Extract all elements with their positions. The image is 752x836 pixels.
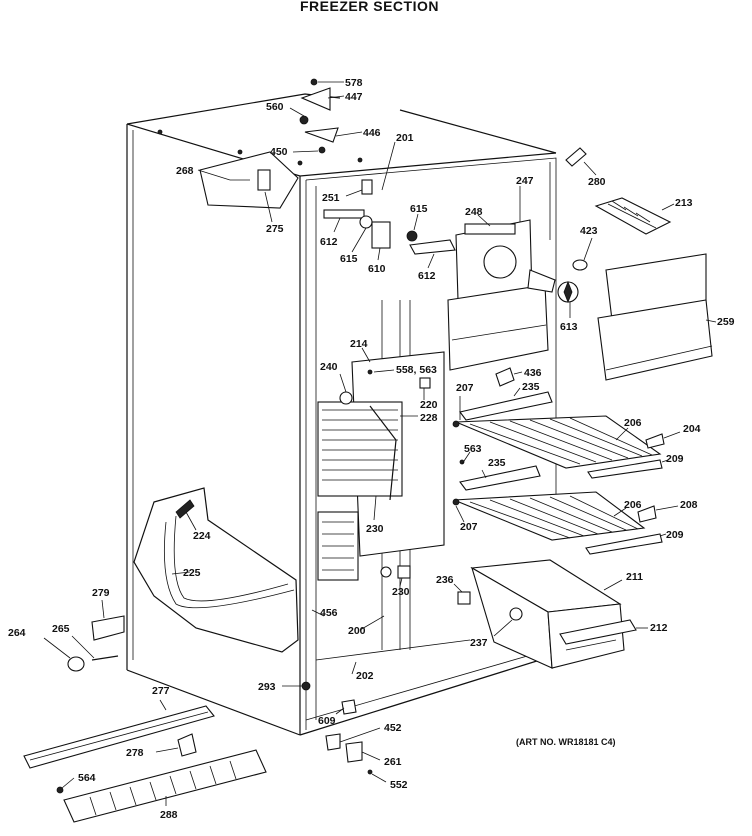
label-264: 264	[8, 627, 26, 639]
label-211: 211	[626, 571, 643, 583]
fan-shroud	[447, 186, 556, 371]
base-rail	[23, 699, 215, 769]
label-564: 564	[78, 772, 96, 784]
diagram-title: FREEZER SECTION	[300, 0, 439, 14]
label-447: 447	[345, 91, 363, 103]
label-279: 279	[92, 587, 110, 599]
label-563: 563	[464, 443, 482, 455]
label-213: 213	[675, 197, 693, 209]
label-204: 204	[683, 423, 701, 435]
bottom-parts	[282, 609, 387, 783]
label-212: 212	[650, 622, 668, 634]
label-280: 280	[588, 176, 606, 188]
label-552: 552	[390, 779, 408, 791]
label-207-upper: 207	[456, 382, 474, 394]
label-220: 220	[420, 399, 438, 411]
label-456: 456	[320, 607, 338, 619]
label-615-bottom: 615	[340, 253, 358, 265]
label-265: 265	[52, 623, 70, 635]
label-230-upper: 230	[366, 523, 384, 535]
lower-shelf	[452, 451, 679, 555]
art-number: (ART NO. WR18181 C4)	[516, 737, 616, 747]
label-200: 200	[348, 625, 366, 637]
label-615-top: 615	[410, 203, 428, 215]
top-cover-parts	[289, 78, 396, 191]
fan-blade	[557, 237, 593, 318]
label-259: 259	[717, 316, 735, 328]
ice-tray-support	[565, 147, 597, 176]
freezer-door	[133, 487, 299, 653]
label-578: 578	[345, 77, 363, 89]
evaporator-assembly	[317, 347, 445, 587]
ice-tray	[594, 197, 675, 235]
label-236: 236	[436, 574, 454, 586]
label-423: 423	[580, 225, 598, 237]
rear-cover-panel	[597, 253, 717, 381]
label-237: 237	[470, 637, 488, 649]
label-230-lower: 230	[392, 586, 410, 598]
ice-bucket	[453, 559, 648, 669]
label-560: 560	[266, 101, 284, 113]
label-288: 288	[160, 809, 178, 821]
part-labels: 578 447 560 446 450 201 268 275 251 612 …	[8, 77, 735, 821]
label-240: 240	[320, 361, 338, 373]
label-202: 202	[356, 670, 374, 682]
upper-liner-parts	[323, 179, 456, 269]
evaporator-coil	[317, 401, 403, 581]
label-206-upper: 206	[624, 417, 642, 429]
label-612-right: 612	[418, 270, 436, 282]
label-248: 248	[465, 206, 483, 218]
label-610: 610	[368, 263, 386, 275]
label-268: 268	[176, 165, 194, 177]
label-208: 208	[680, 499, 698, 511]
label-207-lower: 207	[460, 521, 478, 533]
label-452: 452	[384, 722, 402, 734]
label-224: 224	[193, 530, 211, 542]
label-446: 446	[363, 127, 381, 139]
upper-shelf	[452, 367, 681, 479]
label-247: 247	[516, 175, 534, 187]
label-558-563: 558, 563	[396, 364, 437, 376]
label-277: 277	[152, 685, 170, 697]
toe-grille	[56, 749, 267, 823]
label-609: 609	[318, 715, 336, 727]
label-293: 293	[258, 681, 276, 693]
label-209-upper: 209	[666, 453, 684, 465]
label-251: 251	[322, 192, 340, 204]
label-235-upper: 235	[522, 381, 540, 393]
label-214: 214	[350, 338, 368, 350]
label-278: 278	[126, 747, 144, 759]
label-450: 450	[270, 146, 288, 158]
label-261: 261	[384, 756, 402, 768]
label-235-lower: 235	[488, 457, 506, 469]
label-612-left: 612	[320, 236, 338, 248]
label-225: 225	[183, 567, 201, 579]
label-201: 201	[396, 132, 414, 144]
temperature-control-part	[197, 151, 299, 223]
label-436: 436	[524, 367, 542, 379]
label-613: 613	[560, 321, 578, 333]
label-209-lower: 209	[666, 529, 684, 541]
label-228: 228	[420, 412, 438, 424]
label-206-lower: 206	[624, 499, 642, 511]
label-275: 275	[266, 223, 284, 235]
lower-hinge-parts	[43, 599, 125, 672]
